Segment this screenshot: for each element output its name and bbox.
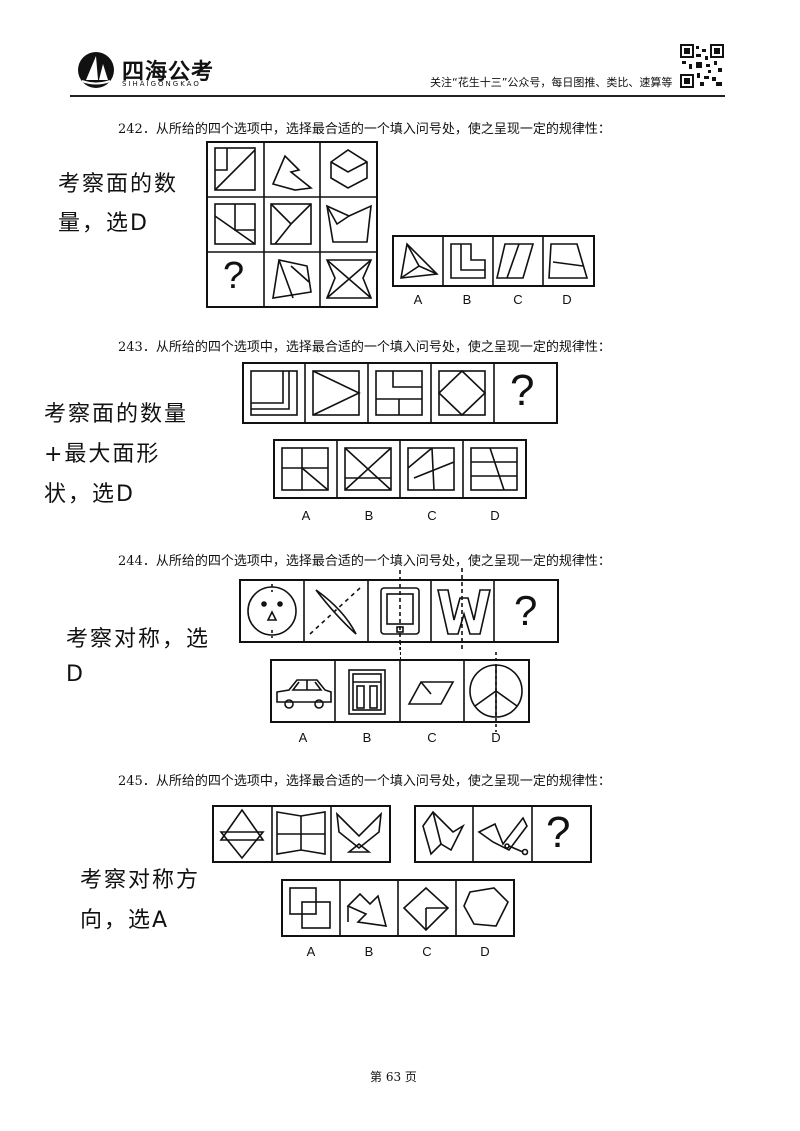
option-label-b[interactable]: B <box>362 730 372 745</box>
handwritten-note: 考察面的数 <box>58 172 179 197</box>
handwritten-note: +最大面形 <box>44 442 161 467</box>
question-grid <box>206 141 378 308</box>
question-mark: ? <box>514 587 538 634</box>
brand-name: 四海公考 <box>122 60 215 85</box>
header-tagline: 关注“花生十三”公众号，每日图推、类比、速算等 <box>430 76 673 89</box>
handwritten-note: 考察面的数量 <box>44 402 189 427</box>
options-strip <box>273 439 527 499</box>
question-mark: ? <box>223 255 245 297</box>
handwritten-note: 考察对称方 <box>80 868 201 893</box>
option-label-d[interactable]: D <box>480 944 490 959</box>
question-text: 244．从所给的四个选项中，选择最合适的一个填入问号处，使之呈现一定的规律性： <box>118 554 611 569</box>
qr-code-icon <box>680 44 724 88</box>
brand-subtitle: SIHAIGONGKAO <box>122 80 201 88</box>
option-label-c[interactable]: C <box>427 730 437 745</box>
handwritten-note: 状，选D <box>44 482 135 507</box>
option-label-b[interactable]: B <box>462 292 472 307</box>
option-label-a[interactable]: A <box>301 508 311 523</box>
option-label-c[interactable]: C <box>513 292 523 307</box>
question-mark: ? <box>510 366 535 415</box>
header-divider <box>70 95 725 97</box>
option-label-c[interactable]: C <box>422 944 432 959</box>
option-label-a[interactable]: A <box>306 944 316 959</box>
question-text: 245．从所给的四个选项中，选择最合适的一个填入问号处，使之呈现一定的规律性： <box>118 774 611 789</box>
option-label-d[interactable]: D <box>562 292 572 307</box>
options-strip <box>392 235 595 287</box>
question-text: 242．从所给的四个选项中，选择最合适的一个填入问号处，使之呈现一定的规律性： <box>118 122 611 137</box>
brand-logo-icon <box>78 52 114 88</box>
dashed-guide <box>400 642 401 660</box>
page-number: 第 63 页 <box>370 1070 417 1084</box>
question-mark: ? <box>546 808 571 857</box>
question-row <box>242 362 558 424</box>
option-label-d[interactable]: D <box>491 730 501 745</box>
question-text: 243．从所给的四个选项中，选择最合适的一个填入问号处，使之呈现一定的规律性： <box>118 340 611 355</box>
option-label-d[interactable]: D <box>490 508 500 523</box>
option-label-b[interactable]: B <box>364 508 374 523</box>
option-label-c[interactable]: C <box>427 508 437 523</box>
handwritten-note: 考察对称，选 <box>66 627 211 652</box>
handwritten-note: 向，选A <box>80 908 170 933</box>
handwritten-note: D <box>66 662 85 687</box>
options-strip <box>281 879 515 937</box>
options-strip <box>270 652 530 732</box>
option-label-a[interactable]: A <box>298 730 308 745</box>
option-label-a[interactable]: A <box>413 292 423 307</box>
question-row <box>239 568 559 650</box>
handwritten-note: 量，选D <box>58 211 149 236</box>
question-group-left <box>212 805 391 863</box>
option-label-b[interactable]: B <box>364 944 374 959</box>
question-group-right <box>414 805 592 863</box>
